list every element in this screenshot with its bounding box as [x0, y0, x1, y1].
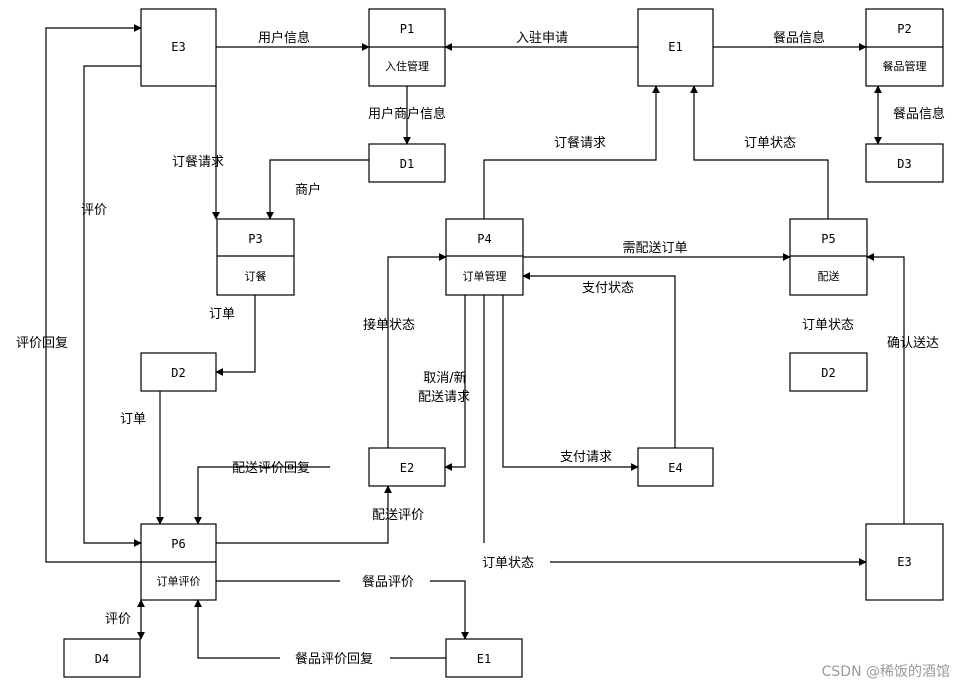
- label-review-reply: 评价回复: [16, 336, 68, 351]
- store-d2-right: D2: [789, 352, 868, 392]
- label-dish-review: 餐品评价: [362, 574, 414, 590]
- process-p1: P1 入住管理: [368, 8, 446, 87]
- process-p2: P2 餐品管理: [865, 8, 944, 87]
- store-d4-label: D4: [95, 652, 109, 666]
- label-merchant: 商户: [295, 182, 321, 198]
- flow-review-reply: [45, 24, 142, 563]
- entity-e3-bottom-label: E3: [897, 555, 911, 569]
- label-order-request-mid: 订餐请求: [554, 135, 606, 151]
- store-d2-left: D2: [140, 352, 217, 392]
- flow-dish-review-b: [430, 580, 469, 640]
- label-review-d4: 评价: [105, 612, 131, 627]
- flow-merchant: [266, 159, 369, 220]
- store-d3-label: D3: [897, 157, 911, 171]
- label-order-p3: 订单: [209, 307, 235, 322]
- process-p5-id: P5: [821, 232, 835, 246]
- label-cancel-line2: 配送请求: [418, 390, 470, 405]
- entity-e4: E4: [637, 447, 714, 487]
- process-p1-name: 入住管理: [385, 59, 429, 73]
- label-delivery-review: 配送评价: [372, 508, 424, 523]
- store-d1-label: D1: [400, 157, 414, 171]
- label-order-d2: 订单: [120, 412, 146, 427]
- entity-e4-label: E4: [668, 461, 682, 475]
- label-order-status-bottom: 订单状态: [482, 556, 534, 571]
- flow-order-request-mid: [483, 85, 660, 219]
- label-accept-status: 接单状态: [363, 317, 415, 333]
- label-review: 评价: [81, 203, 107, 218]
- label-dish-info-top: 餐品信息: [773, 30, 825, 46]
- label-settle-apply: 入驻申请: [516, 31, 568, 46]
- process-p5-name: 配送: [818, 269, 840, 283]
- label-order-request-left: 订餐请求: [172, 154, 224, 170]
- label-user-merchant-info: 用户商户信息: [368, 106, 446, 122]
- entity-e3-top-label: E3: [171, 40, 185, 54]
- process-p1-id: P1: [400, 22, 414, 36]
- flow-dish-review-reply-b: [194, 599, 280, 659]
- label-pay-request: 支付请求: [560, 450, 612, 465]
- entity-e1-top-label: E1: [668, 40, 682, 54]
- process-p4-id: P4: [477, 232, 491, 246]
- flow-pay-status: [522, 272, 676, 448]
- label-user-info: 用户信息: [258, 30, 310, 46]
- store-d1: D1: [368, 143, 446, 183]
- flow-order-status-top: [690, 85, 829, 219]
- flow-order-p3: [215, 295, 256, 376]
- process-p3-name: 订餐: [245, 269, 267, 283]
- flow-delivery-review: [216, 485, 392, 544]
- process-p5: P5 配送: [789, 218, 868, 296]
- process-p6-name: 订单评价: [157, 575, 201, 588]
- entity-e1-bottom-label: E1: [477, 652, 491, 666]
- process-p2-id: P2: [897, 22, 911, 36]
- process-p6-id: P6: [171, 537, 185, 551]
- label-dish-info-side: 餐品信息: [893, 106, 945, 122]
- process-p6: P6 订单评价: [140, 523, 217, 601]
- flow-cancel-request: [444, 295, 466, 471]
- flow-delivery-review-reply: [194, 466, 330, 525]
- store-d2-right-label: D2: [821, 366, 835, 380]
- entity-e1-bottom: E1: [445, 638, 523, 678]
- store-d3: D3: [865, 143, 944, 183]
- label-confirm-delivered: 确认送达: [887, 336, 939, 351]
- process-p3: P3 订餐: [216, 218, 295, 296]
- flow-pay-request: [502, 295, 639, 471]
- process-p2-name: 餐品管理: [883, 59, 927, 73]
- entity-e2: E2: [368, 447, 446, 487]
- label-cancel-line1: 取消/新: [423, 370, 466, 386]
- label-delivery-review-reply: 配送评价回复: [232, 461, 310, 476]
- flow-confirm-delivered: [866, 253, 905, 524]
- entity-e3-top: E3: [140, 8, 217, 87]
- label-dish-review-reply: 餐品评价回复: [295, 651, 373, 667]
- label-need-delivery: 需配送订单: [622, 241, 687, 256]
- entity-e3-bottom: E3: [865, 523, 944, 601]
- entity-e2-label: E2: [400, 461, 414, 475]
- flow-accept-status: [387, 253, 447, 448]
- store-d4: D4: [63, 638, 141, 678]
- label-order-status-top: 订单状态: [744, 136, 796, 151]
- process-p4-name: 订单管理: [463, 269, 507, 283]
- watermark-text: CSDN @稀饭的酒馆: [822, 664, 950, 680]
- label-order-status-p5: 订单状态: [802, 318, 854, 333]
- label-pay-status: 支付状态: [582, 281, 634, 296]
- store-d2-left-label: D2: [171, 366, 185, 380]
- process-p3-id: P3: [248, 232, 262, 246]
- flow-review: [83, 65, 142, 547]
- process-p4: P4 订单管理: [445, 218, 524, 296]
- entity-e1-top: E1: [637, 8, 714, 87]
